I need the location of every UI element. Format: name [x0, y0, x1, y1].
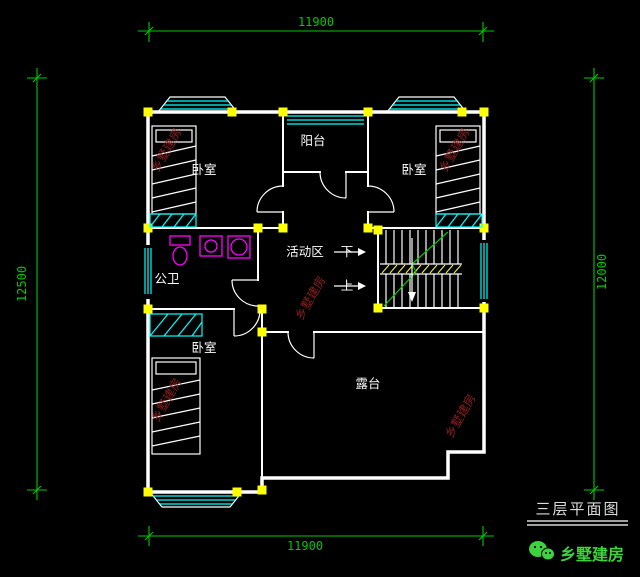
stair-railing-lines	[380, 263, 462, 275]
stair-break-line	[383, 231, 449, 307]
wardrobe-top-left	[149, 213, 197, 228]
watermark-2: 乡墅建房	[436, 125, 473, 174]
label-terrace: 露台	[355, 376, 380, 391]
stair-treads-lower	[385, 274, 459, 308]
bay-windows	[149, 96, 467, 508]
wardrobe-hatching	[149, 213, 483, 337]
label-balcony: 阳台	[300, 133, 325, 148]
drawing-title-underline	[527, 520, 628, 526]
door-bedroom-top-right	[367, 185, 395, 213]
washing-machine	[227, 235, 251, 259]
washing-machine-drum	[230, 238, 248, 256]
stair-down-arrowhead	[358, 248, 366, 256]
bathroom-window	[144, 248, 152, 294]
watermark-4: 乡墅建房	[148, 375, 185, 424]
wechat-icon-small-bubble	[541, 547, 555, 561]
label-bedroom-top-left: 卧室	[191, 162, 216, 177]
bed-top-right-pillow	[439, 129, 477, 143]
dimension-left-value: 12500	[15, 266, 29, 302]
wechat-icon-eye-2	[539, 545, 543, 549]
beds	[151, 125, 481, 455]
label-bedroom-top-right: 卧室	[401, 162, 426, 177]
room-labels: 卧室 阳台 卧室 公卫 活动区 卧室 露台	[154, 133, 426, 391]
bed-bottom-left-pillow	[155, 361, 197, 375]
toilet-tank	[169, 235, 191, 246]
bay-window-glazing	[153, 100, 463, 505]
wardrobe-top-right	[435, 213, 483, 228]
door-balcony	[319, 171, 347, 199]
balcony-railing-window	[287, 115, 364, 125]
dimension-lines	[36, 30, 595, 537]
stair-up-arrowhead	[358, 282, 366, 290]
stair-treads-upper	[385, 230, 459, 264]
watermark-3: 乡墅建房	[292, 273, 329, 322]
doors	[231, 171, 395, 359]
label-bedroom-bottom-left: 卧室	[191, 340, 216, 355]
dimension-right-value: 12000	[595, 254, 609, 290]
wardrobes	[149, 213, 483, 337]
brand-name: 乡墅建房	[560, 545, 624, 564]
dimension-bottom-value: 11900	[287, 539, 323, 553]
wardrobe-bottom-left	[149, 313, 203, 337]
windows	[142, 115, 490, 302]
stair-direction-labels: 下 上	[334, 244, 366, 293]
door-bathroom	[231, 279, 259, 307]
bathroom-fixtures	[169, 235, 251, 266]
stair-window	[480, 243, 488, 299]
door-bedroom-top-left	[256, 185, 284, 213]
drawing-title: 三层平面图	[535, 500, 620, 518]
bed-bottom-left	[151, 357, 201, 455]
stairs	[380, 230, 462, 308]
title-block: 三层平面图 乡墅建房	[527, 500, 628, 564]
bed-top-left-pillow	[155, 129, 193, 143]
wechat-icon	[529, 541, 555, 561]
door-terrace	[287, 331, 315, 359]
dimension-tick-marks	[32, 26, 599, 541]
wechat-icon-eye-3	[545, 552, 547, 554]
wechat-icon-eye-1	[533, 545, 537, 549]
wechat-icon-eye-4	[549, 552, 551, 554]
stair-railing-hatch	[381, 264, 462, 274]
washbasin-bowl	[204, 239, 218, 253]
watermark-5: 乡墅建房	[442, 391, 479, 440]
label-bathroom: 公卫	[154, 271, 179, 286]
bed-blanket-lines	[151, 145, 481, 447]
stair-direction-arrowhead	[408, 292, 416, 302]
toilet-bowl	[172, 246, 188, 266]
washbasin-counter	[199, 235, 223, 257]
dimension-top-value: 11900	[298, 15, 334, 29]
label-activity-area: 活动区	[286, 244, 324, 259]
dimension-annotations: 11900 11900 12500 12000	[15, 15, 609, 553]
door-bedroom-bottom-left	[233, 309, 261, 337]
